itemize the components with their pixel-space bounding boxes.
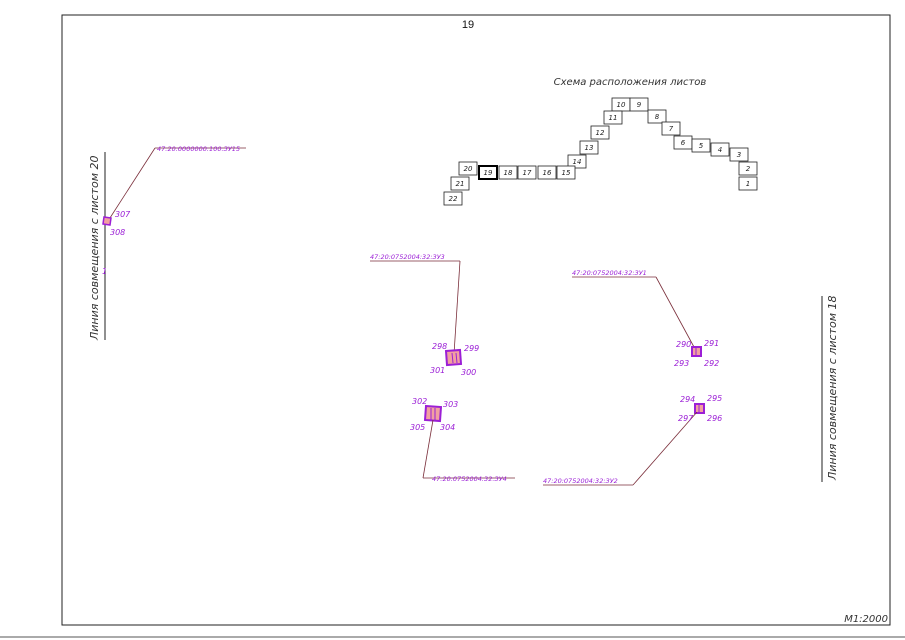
point-label: 307 [115,210,131,219]
scheme-tile-current[interactable]: 19 [478,165,498,180]
point-label: 295 [707,394,722,403]
svg-text:20: 20 [464,165,473,173]
layout-scheme: 10 9 11 8 7 12 6 5 4 13 3 14 2 20 19 18 … [443,97,758,206]
cadastral-label-zu1: 47:20:0752004:32:ЗУ1 [572,269,647,277]
svg-text:14: 14 [573,158,582,166]
parcel-zu3[interactable]: 47:20:0752004:32:ЗУ3 298 299 301 300 [370,253,479,377]
svg-text:19: 19 [484,169,493,177]
parcel-zu2[interactable]: 47:20:0752004:32:ЗУ2 294 295 297 296 [543,394,722,486]
svg-text:10: 10 [617,101,626,109]
scheme-tile[interactable]: 7 [661,121,681,136]
left-join-label: Линия совмещения с листом 20 [88,156,101,342]
scheme-tile[interactable]: 1 [738,176,758,191]
scheme-tile[interactable]: 13 [579,140,599,155]
point-label: 293 [674,359,689,368]
cadastral-label-zu4: 47:20:0752004:32:ЗУ4 [432,475,507,483]
svg-text:7: 7 [669,125,674,133]
parcel-zu4[interactable]: 47:20:0752004:32:ЗУ4 302 303 305 304 [410,397,515,483]
point-label: 290 [676,340,691,349]
svg-text:18: 18 [504,169,513,177]
cadastral-label-zu2: 47:20:0752004:32:ЗУ2 [543,477,618,485]
scheme-tile[interactable]: 6 [673,135,693,150]
svg-text:2: 2 [746,165,751,173]
point-label: 308 [110,228,125,237]
svg-text:9: 9 [637,101,642,109]
scheme-tile[interactable]: 3 [729,147,749,162]
scheme-tile[interactable]: 8 [647,109,667,124]
svg-text:15: 15 [562,169,571,177]
scheme-tile[interactable]: 16 [537,165,557,180]
sheet-number: 19 [462,19,474,31]
scheme-tile[interactable]: 12 [590,125,610,140]
scheme-tile[interactable]: 9 [629,97,649,112]
point-label: 303 [443,400,458,409]
point-label: 291 [704,339,719,348]
scheme-tile[interactable]: 4 [710,142,730,157]
cadastral-label-zu15: 47:20:0000000:100:ЗУ15 [157,145,240,153]
scheme-tile[interactable]: 18 [498,165,518,180]
point-label: 301 [430,366,445,375]
cadastral-label-zu3: 47:20:0752004:32:ЗУ3 [370,253,445,261]
right-join-label: Линия совмещения с листом 18 [826,296,839,482]
svg-text:21: 21 [456,180,465,188]
point-label: 298 [432,342,447,351]
scheme-tile[interactable]: 10 [611,97,631,112]
point-label: 305 [410,423,425,432]
point-label: 300 [461,368,476,377]
svg-text:11: 11 [609,114,618,122]
svg-text:4: 4 [718,146,722,154]
svg-text:5: 5 [699,142,704,150]
svg-text:12: 12 [596,129,605,137]
parcel-zu15[interactable]: 47:20:0000000:100:ЗУ15 307 308 1 [102,145,246,276]
layout-scheme-title: Схема расположения листов [554,77,707,88]
scheme-tile[interactable]: 20 [458,161,478,176]
scheme-tile[interactable]: 21 [450,176,470,191]
left-join-line: Линия совмещения с листом 20 [88,152,106,342]
point-label: 292 [704,359,719,368]
scheme-tile[interactable]: 17 [517,165,537,180]
svg-text:1: 1 [746,180,750,188]
point-label: 302 [412,397,427,406]
sheet-frame [61,14,891,626]
point-label: 294 [680,395,695,404]
svg-text:17: 17 [523,169,532,177]
point-label: 304 [440,423,455,432]
parcel-zu1[interactable]: 47:20:0752004:32:ЗУ1 290 291 293 292 [572,269,719,368]
right-join-line: Линия совмещения с листом 18 [821,296,839,482]
svg-text:22: 22 [449,195,458,203]
svg-text:3: 3 [737,151,741,159]
svg-text:13: 13 [585,144,594,152]
point-label: 296 [707,414,722,423]
scheme-tile[interactable]: 2 [738,161,758,176]
point-label: 297 [678,414,694,423]
scheme-tile[interactable]: 14 [567,154,587,169]
scheme-tile[interactable]: 15 [556,165,576,180]
svg-text:16: 16 [543,169,552,177]
scheme-tile[interactable]: 5 [691,138,711,153]
scheme-tile[interactable]: 22 [443,191,463,206]
scale-label: М1:2000 [844,614,888,625]
scheme-tile[interactable]: 11 [603,110,623,125]
point-label: 299 [464,344,479,353]
svg-text:8: 8 [655,113,660,121]
svg-text:6: 6 [681,139,686,147]
point-label: 1 [102,267,107,276]
